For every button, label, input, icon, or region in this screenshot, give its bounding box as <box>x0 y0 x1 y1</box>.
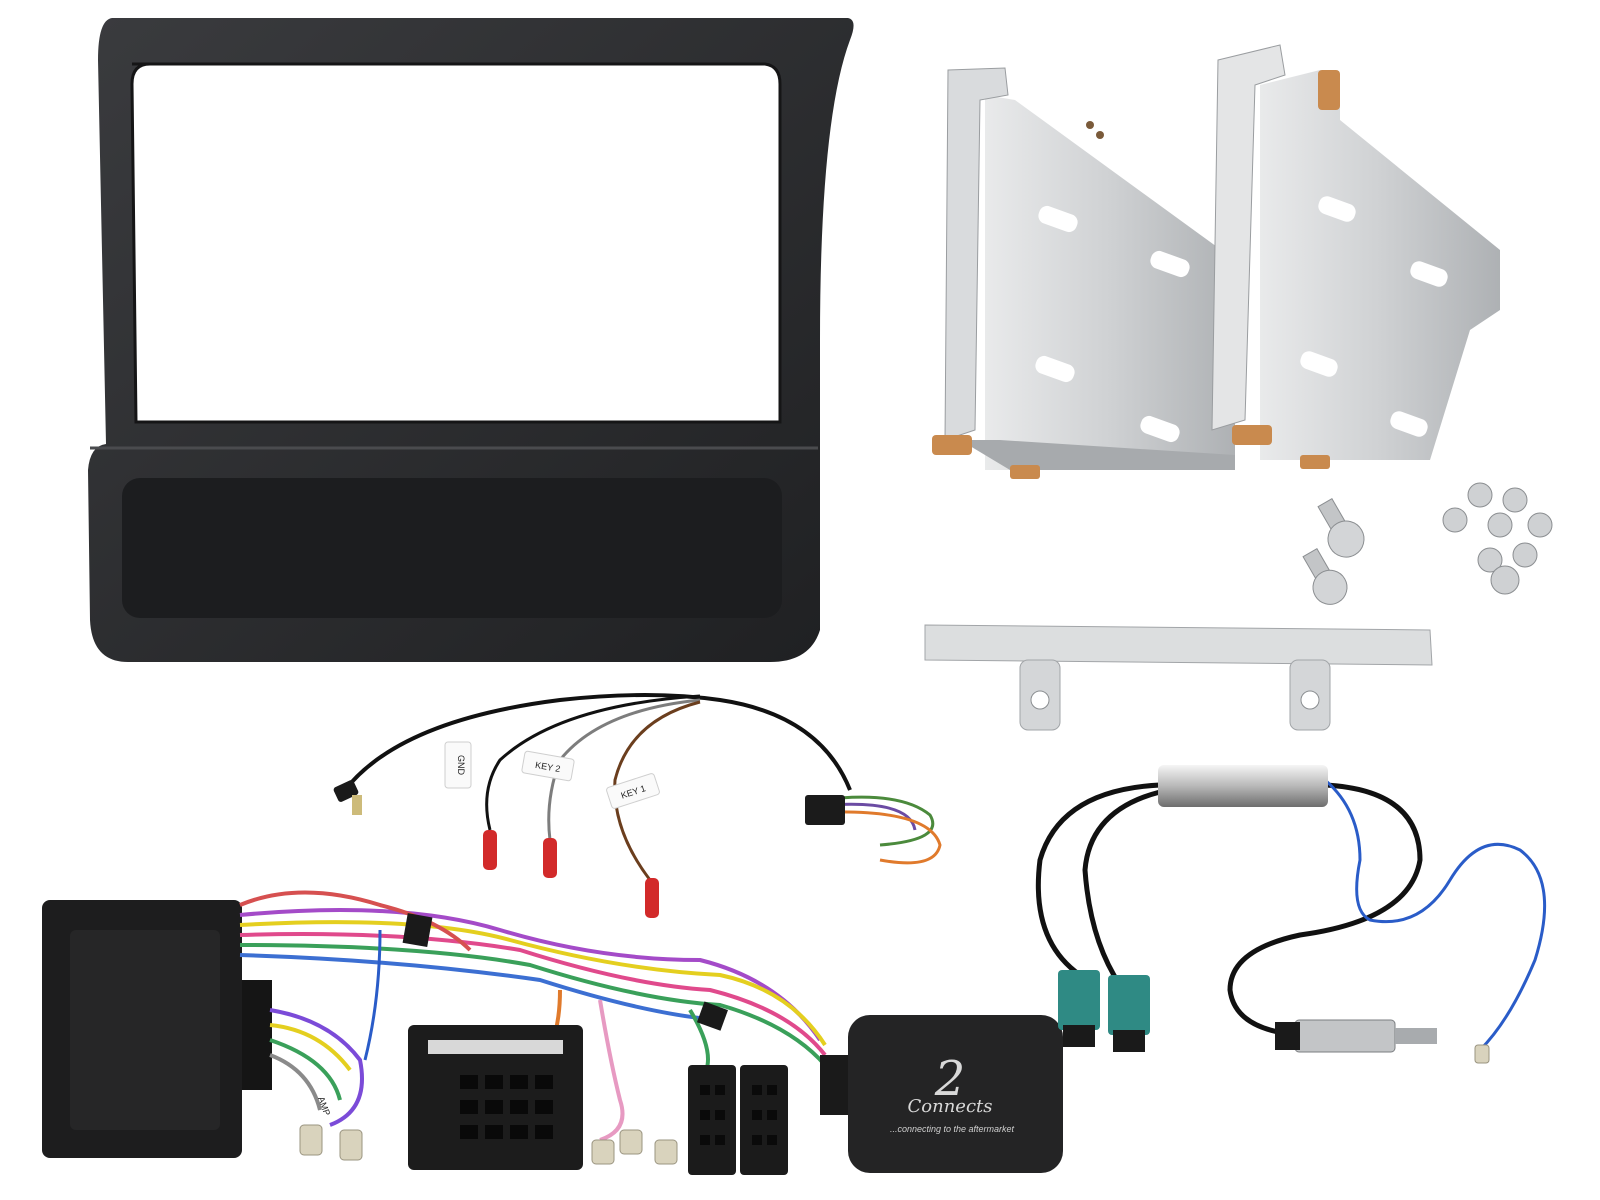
quadlock-connector <box>408 1025 583 1170</box>
bullet-connectors <box>483 830 659 918</box>
right-mounting-bracket <box>1211 44 1500 469</box>
antenna-adapter-cable <box>1035 778 1547 1052</box>
multi-pin-plug <box>805 795 845 825</box>
fakra-connectors <box>1058 970 1150 1052</box>
jack-plug <box>333 780 362 815</box>
wire-tag-key1: KEY 1 <box>606 773 660 809</box>
wire-tag-key2: KEY 2 <box>521 750 575 782</box>
logo-brand: Connects <box>908 1096 993 1117</box>
pocket-tray <box>122 478 782 618</box>
interface-box <box>42 900 272 1158</box>
screen-aperture <box>130 62 782 424</box>
din-antenna-plug <box>1275 1019 1437 1053</box>
spade-terminals <box>299 1124 678 1165</box>
wire-label-key2: KEY 2 <box>534 760 561 774</box>
mounting-screws <box>1302 482 1553 605</box>
steering-control-module: 2 Connects ...connecting to the aftermar… <box>820 1015 1063 1173</box>
blue-wire-ring-terminal <box>1474 1044 1490 1064</box>
loom-tape-2 <box>696 1001 728 1031</box>
loom-tape <box>402 913 433 948</box>
wire-tag-gnd: GND <box>444 741 472 789</box>
double-din-fascia <box>88 18 854 662</box>
wiring-loom <box>239 890 827 1142</box>
left-mounting-bracket <box>932 67 1235 479</box>
patch-lead-harness <box>343 693 942 881</box>
logo-mark: 2 <box>934 1051 966 1107</box>
support-strip-bracket <box>924 624 1433 731</box>
logo-tagline: ...connecting to the aftermarket <box>890 1124 1015 1134</box>
wire-label-gnd: GND <box>456 755 466 776</box>
iso-connectors <box>688 1065 788 1175</box>
antenna-filter-barrel <box>1158 765 1328 807</box>
